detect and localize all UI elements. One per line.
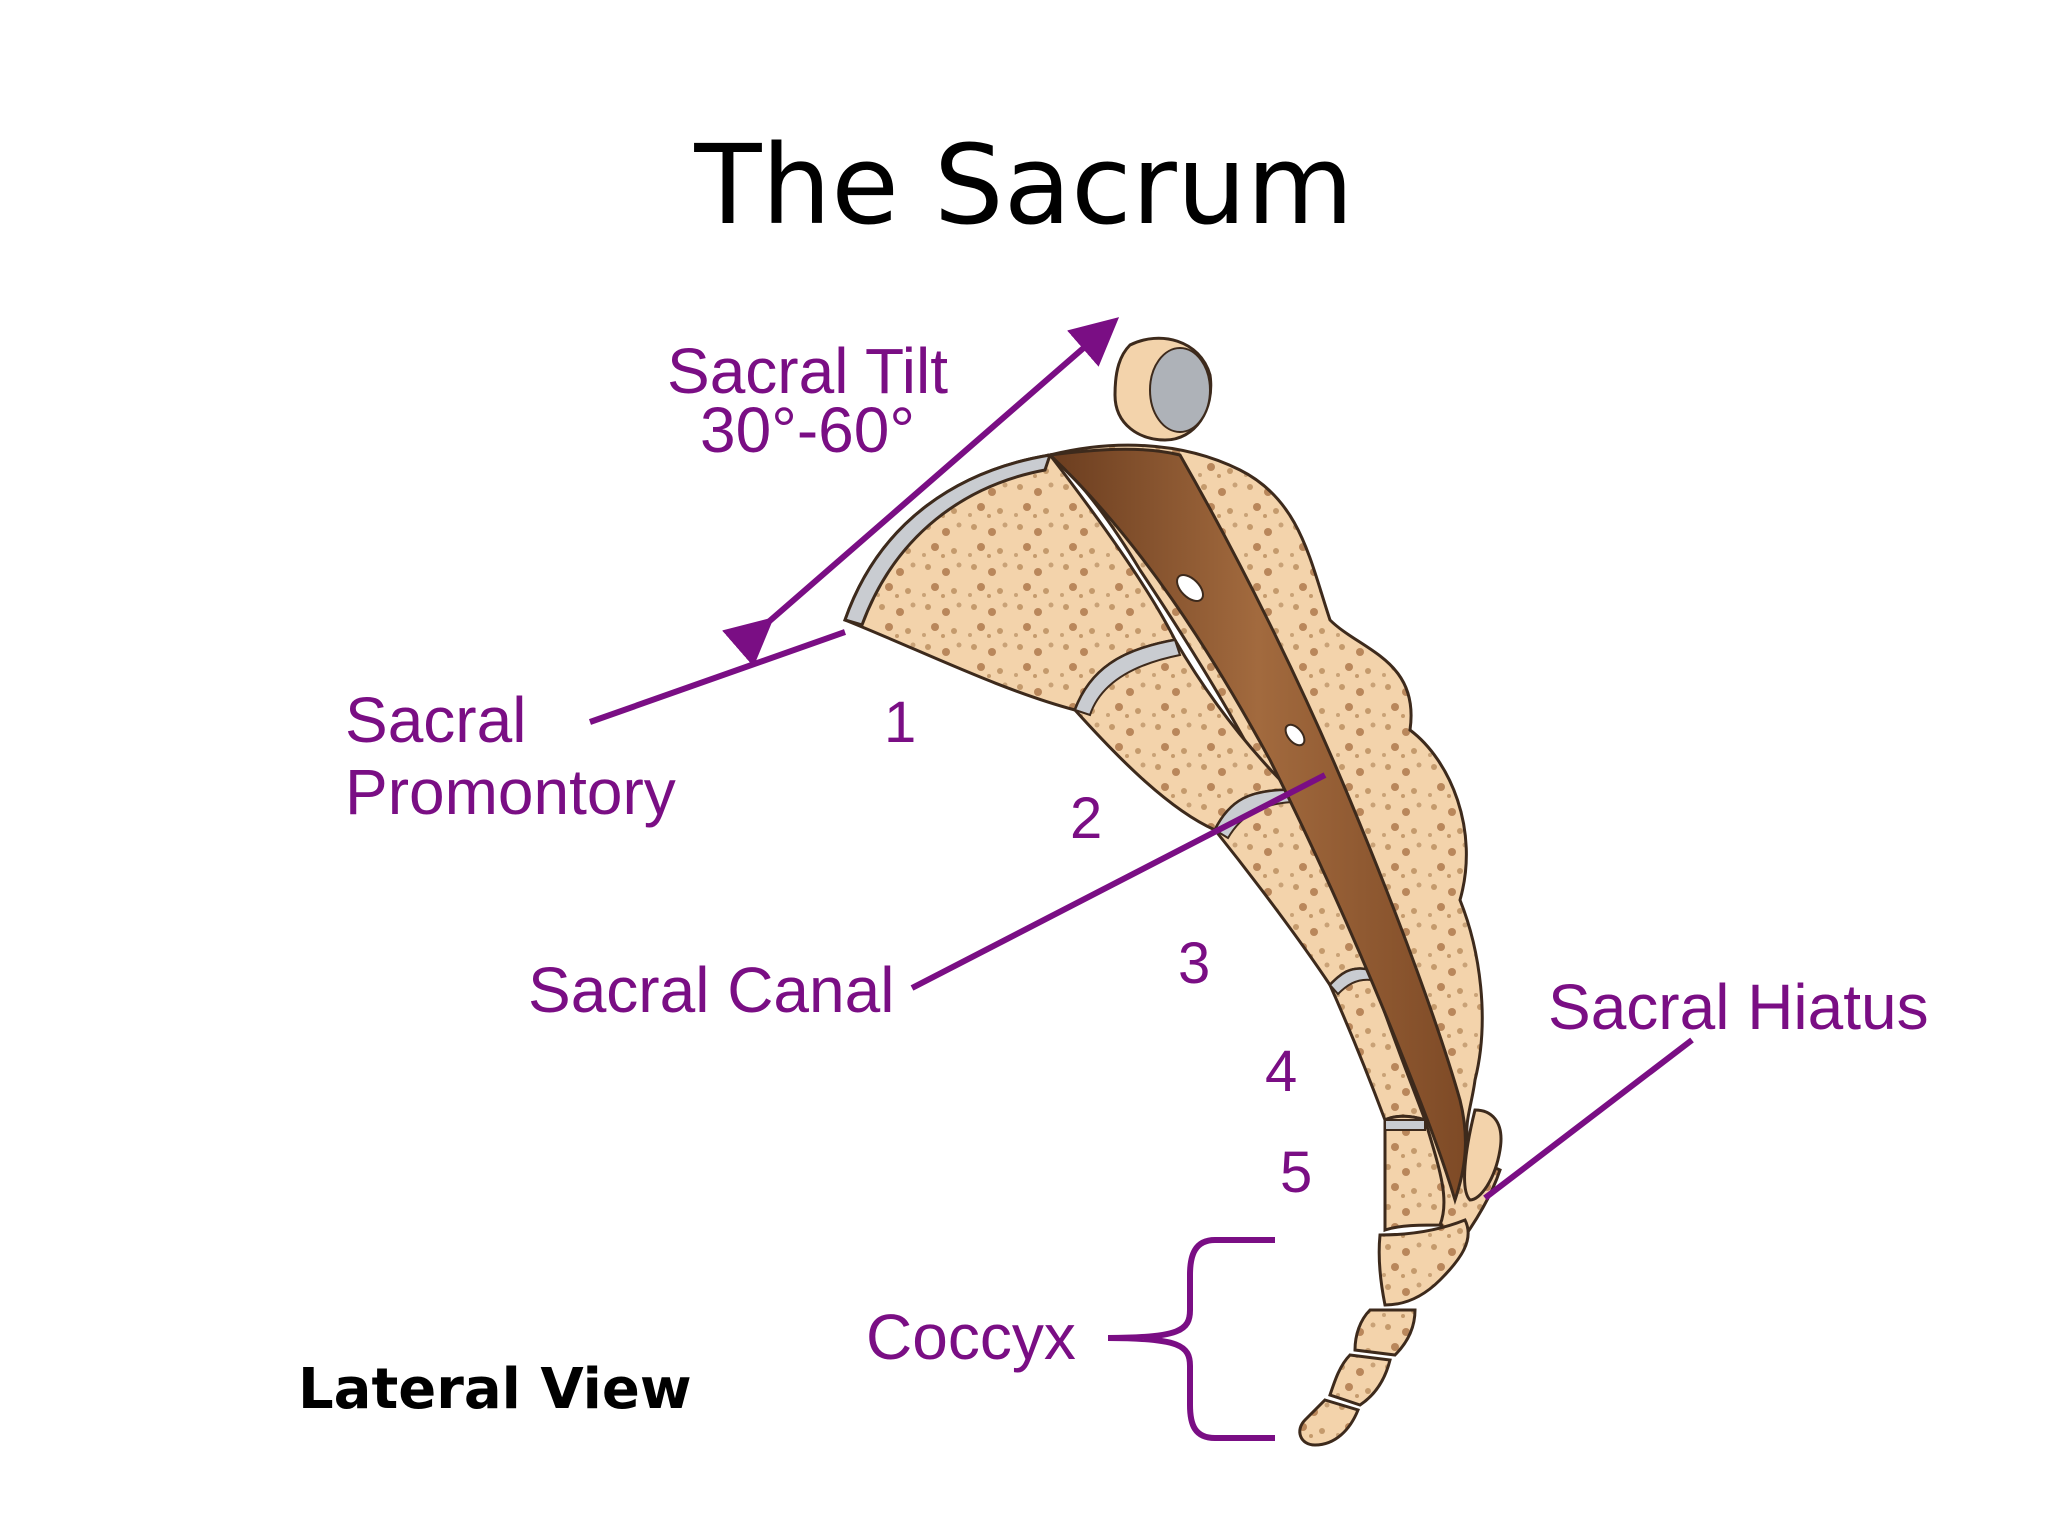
sacral-promontory-line-1: Sacral [345, 684, 527, 756]
sacral-hiatus-pointer [1483, 1037, 1694, 1201]
coccyx-label: Coccyx [866, 1301, 1076, 1373]
sacral-foramen-1 [1176, 574, 1204, 602]
sacral-tilt-range: 30°-60° [700, 393, 915, 466]
intervertebral-disc-s4-s5 [1384, 1119, 1426, 1131]
articular-facet [1149, 347, 1211, 433]
sacral-tilt-arrow [722, 317, 1120, 667]
sacral-promontory-label: Sacral Promontory [345, 684, 676, 828]
sacral-canal-pointer [910, 772, 1327, 991]
slide-title: The Sacrum [694, 121, 1354, 249]
segment-number-3: 3 [1178, 931, 1211, 996]
segment-number-5: 5 [1280, 1140, 1313, 1205]
sacral-promontory-line-2: Promontory [345, 755, 676, 828]
sacral-tilt-title: Sacral Tilt [667, 335, 948, 407]
segment-number-1: 1 [884, 690, 917, 755]
vertebral-body-s5 [1383, 1114, 1446, 1233]
sacral-tilt-label: Sacral Tilt 30°-60° [667, 335, 948, 466]
coccyx-segment-3 [1328, 1353, 1392, 1407]
coccyx-bracket [1107, 1237, 1275, 1441]
coccyx-segment-2 [1353, 1308, 1417, 1357]
segment-number-2: 2 [1070, 786, 1103, 851]
intervertebral-disc-s1-s2 [1073, 638, 1182, 717]
sacral-promontory-pointer [589, 629, 846, 725]
sacral-hiatus-label: Sacral Hiatus [1548, 971, 1929, 1043]
hiatus-process [1463, 1108, 1503, 1202]
sacral-foramen-2 [1284, 723, 1306, 747]
segment-number-4: 4 [1265, 1039, 1298, 1104]
view-caption: Lateral View [298, 1357, 692, 1422]
coccyx-segment-4 [1298, 1398, 1361, 1447]
coccyx-segment-1 [1377, 1218, 1470, 1307]
sacral-canal-label: Sacral Canal [528, 954, 895, 1026]
